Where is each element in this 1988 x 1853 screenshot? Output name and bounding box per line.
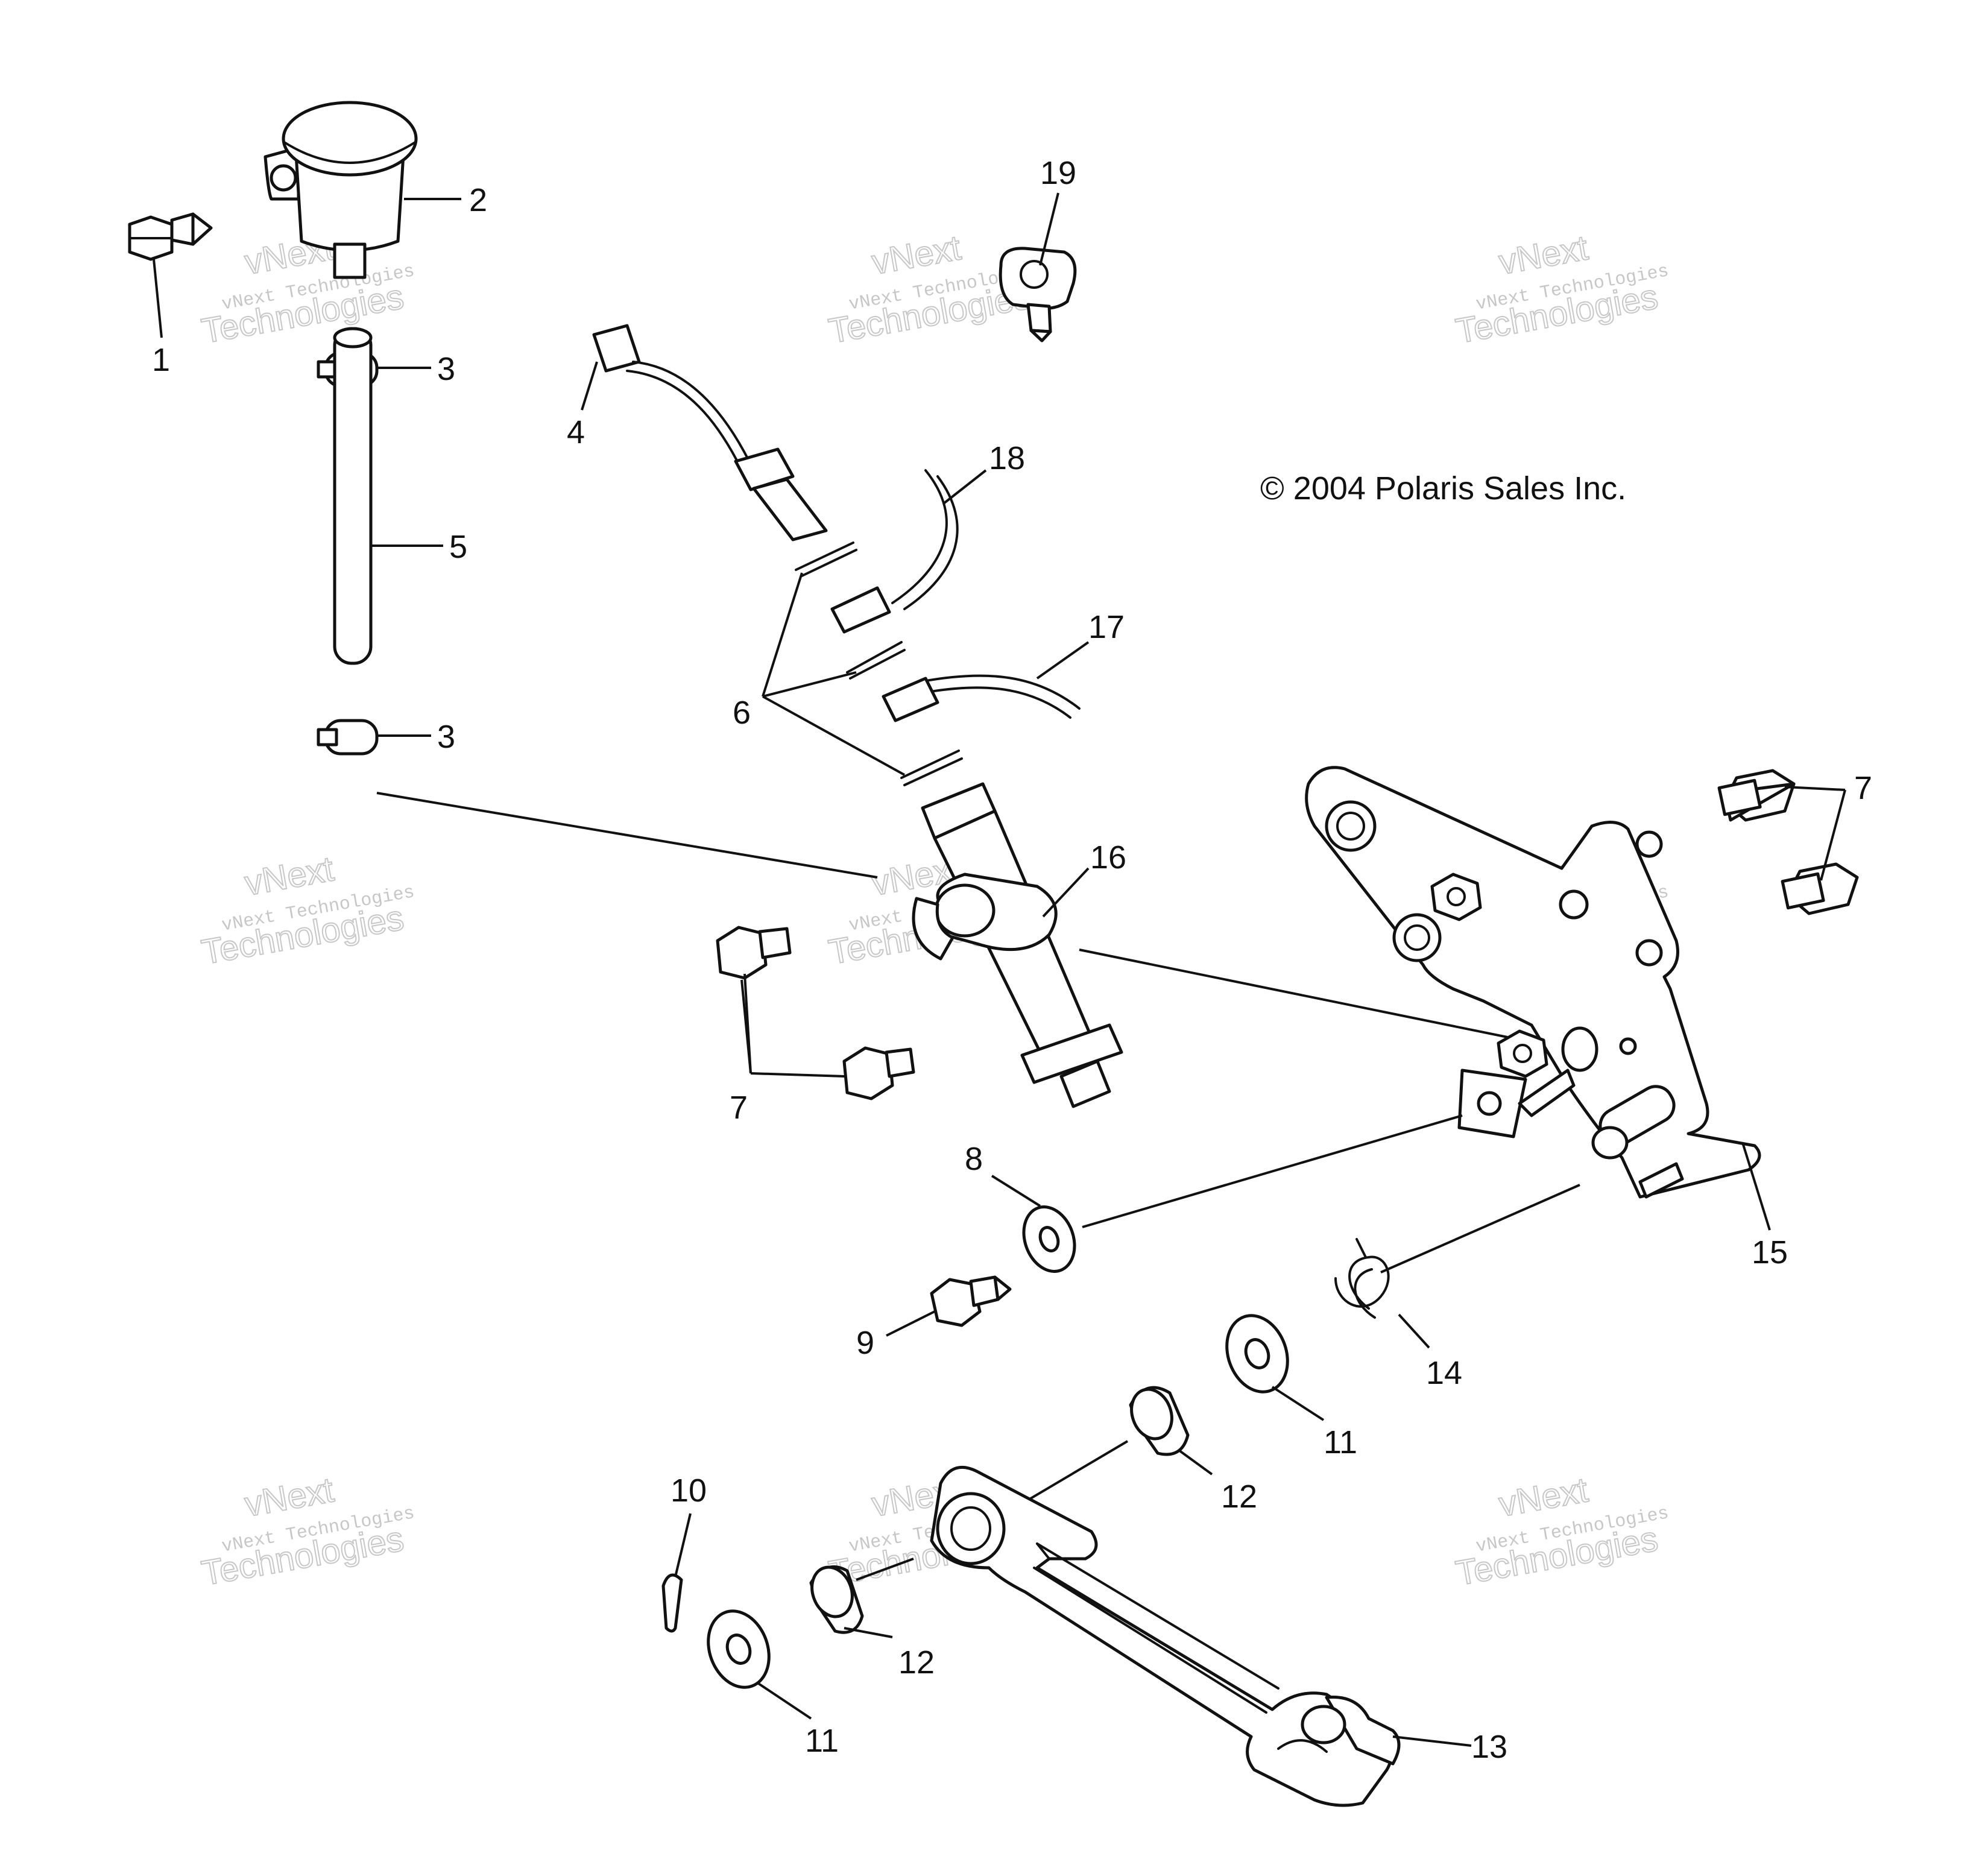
callout-17: 17 [1088,609,1125,645]
part-13-brake-pedal: 13 [930,1465,1507,1807]
watermark-4: vNext vNext Technologies Technologies [198,848,417,973]
alignment-line-washer [1082,1114,1463,1228]
callout-2: 2 [469,182,487,218]
watermark-7: vNext vNext Technologies Technologies [198,1469,417,1594]
callout-5: 5 [449,529,467,565]
watermark-vnext: vNext [1496,1470,1591,1524]
alignment-line-cylinder [1079,949,1508,1038]
part-3-clamp-bottom: 3 [317,719,455,756]
part-10-cotter-pin: 10 [661,1473,707,1633]
part-16-master-cylinder: 16 [912,782,1126,1108]
callout-3b: 3 [437,719,455,755]
part-15-bracket: 15 [1305,766,1788,1271]
watermark-3: vNext vNext Technologies Technologies [1453,227,1671,352]
part-4-brake-line: 4 [567,324,828,541]
callout-16: 16 [1090,839,1126,876]
part-5-hose: 5 [333,327,467,665]
alignment-line-spring [1380,1184,1580,1274]
part-1-screw: 1 [128,212,213,378]
part-7-bolts-right: 7 [1717,769,1872,915]
alignment-line-hose [376,792,878,879]
part-8-washer: 8 [965,1141,1076,1273]
callout-1: 1 [152,342,170,378]
part-18-wire: 18 [830,440,1025,634]
watermark-vnext: vNext [242,1470,336,1524]
callout-14: 14 [1426,1355,1462,1391]
part-7-bolts-left: 7 [716,926,915,1126]
watermark-vnext: vNext [242,849,336,903]
watermark-vnext: vNext [1496,228,1591,282]
part-9-screw: 9 [856,1275,1012,1361]
callout-11a: 11 [1324,1424,1357,1460]
callout-4: 4 [567,414,585,450]
part-12-bushing-top: 12 [1129,1386,1257,1515]
part-19-clip: 19 [999,155,1077,343]
callout-7a: 7 [730,1090,748,1126]
callout-19: 19 [1040,155,1076,191]
part-2-reservoir: 2 [263,101,487,279]
part-12-bushing-bottom: 12 [809,1558,935,1681]
part-11-washer-left: 11 [707,1609,839,1759]
callout-11b: 11 [805,1723,839,1759]
callout-12b: 12 [898,1644,935,1681]
callout-15: 15 [1752,1234,1788,1271]
callout-12a: 12 [1221,1479,1257,1515]
part-14-spring: 14 [1334,1238,1462,1391]
callout-3a: 3 [437,351,455,387]
callout-6: 6 [733,695,751,731]
callout-9: 9 [856,1325,874,1361]
copyright-notice: © 2004 Polaris Sales Inc. [1260,470,1626,507]
part-11-washer-right: 11 [1225,1314,1357,1460]
callout-13: 13 [1471,1729,1507,1765]
callout-10: 10 [671,1473,707,1509]
part-6-seals: 6 [733,541,963,786]
callout-18: 18 [989,440,1025,476]
callout-7b: 7 [1854,770,1872,806]
part-17-wire: 17 [882,609,1125,722]
watermark-9: vNext vNext Technologies Technologies [1453,1469,1671,1594]
watermark-vnext: vNext [869,228,964,282]
callout-8: 8 [965,1141,983,1177]
